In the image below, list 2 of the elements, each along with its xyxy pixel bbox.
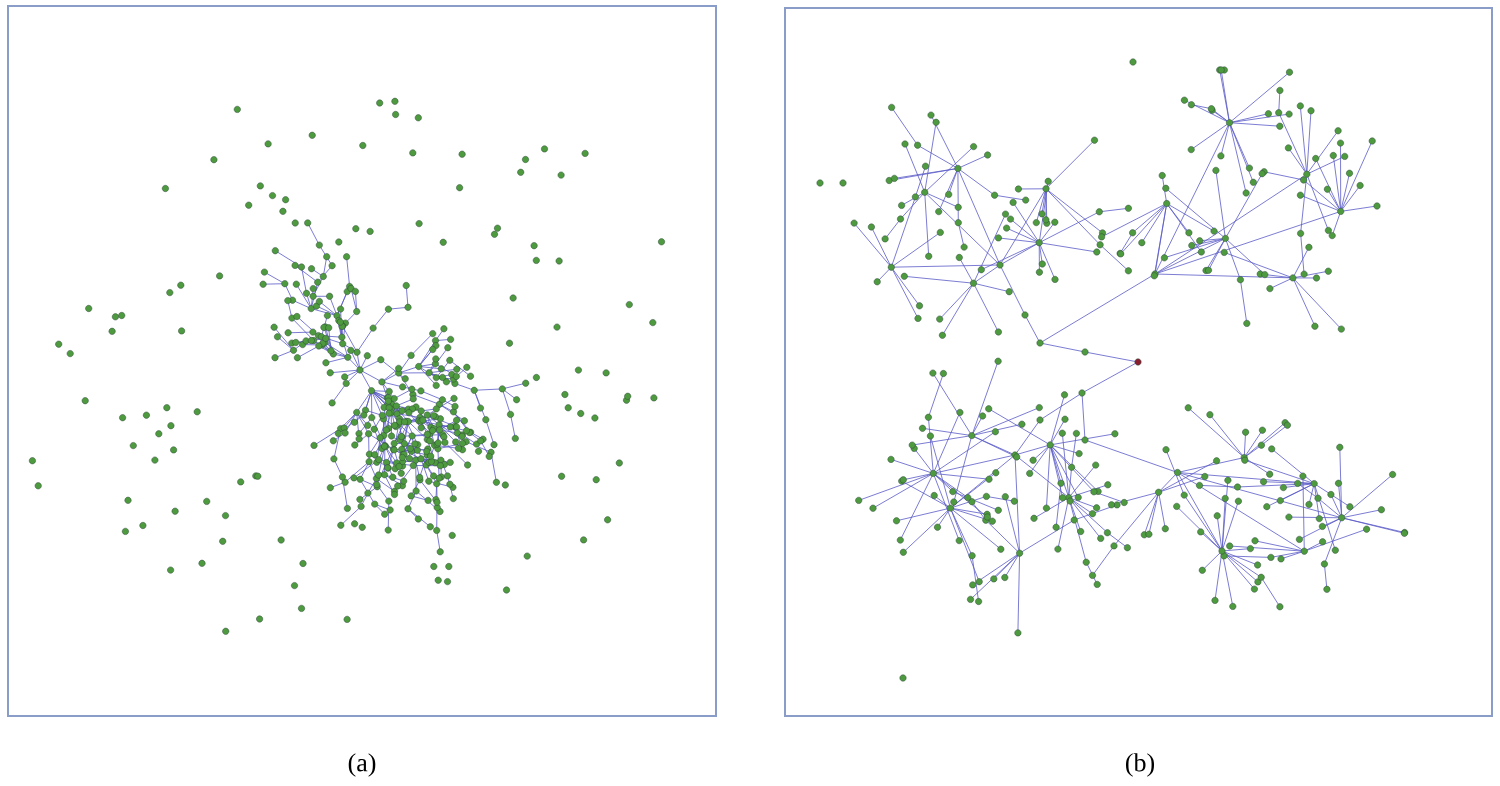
panel-label: (b) <box>1126 753 1154 777</box>
panel-label: (a) <box>348 753 376 777</box>
